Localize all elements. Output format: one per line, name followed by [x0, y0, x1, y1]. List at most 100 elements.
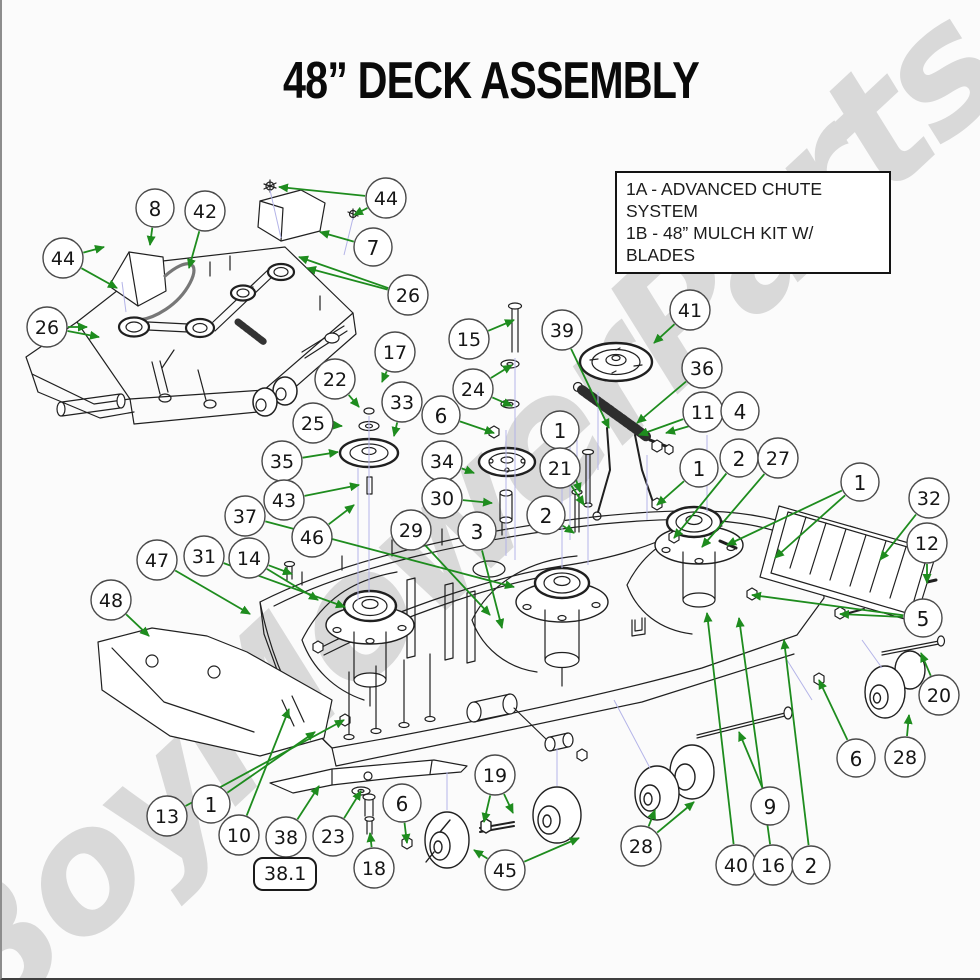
callout-number: 44	[374, 188, 398, 210]
callout-arrow	[319, 230, 355, 243]
callout-number: 34	[430, 451, 454, 473]
callout-number: 6	[396, 792, 409, 816]
callout-arrow	[481, 795, 492, 823]
callout-arrow	[673, 472, 728, 539]
callout-arrow	[187, 230, 201, 269]
callout-28: 28	[620, 825, 662, 867]
callout-number: 29	[399, 520, 423, 542]
callout-26: 26	[26, 306, 68, 348]
callout-number: 5	[917, 607, 930, 631]
callout-arrow	[487, 319, 515, 332]
callout-arrow	[348, 394, 360, 408]
callout-1: 1	[540, 410, 580, 450]
callout-number: 21	[548, 458, 572, 480]
callout-number: 15	[457, 329, 481, 351]
callout-arrow	[461, 465, 475, 475]
callout-41: 41	[669, 289, 711, 331]
callout-17: 17	[374, 331, 416, 373]
callout-number: 23	[321, 826, 345, 848]
callout-arrow	[381, 370, 390, 383]
callout-arrow	[226, 731, 316, 794]
callout-arrow	[343, 790, 362, 819]
callout-arrow	[839, 609, 904, 619]
callout-32: 32	[908, 477, 950, 519]
callout-38: 38	[265, 816, 307, 858]
callout-24: 24	[452, 368, 494, 410]
callout-44: 44	[42, 237, 84, 279]
legend-box: 1A - ADVANCED CHUTE SYSTEM 1B - 48” MULC…	[615, 171, 891, 274]
front-bracket	[97, 627, 333, 757]
callout-arrow	[523, 837, 580, 863]
callout-arrow	[503, 793, 514, 814]
callout-28: 28	[884, 736, 926, 778]
callout-30: 30	[421, 477, 463, 519]
callout-arrow	[656, 480, 685, 506]
callout-14: 14	[228, 537, 270, 579]
callout-arrow	[491, 396, 513, 407]
callout-19: 19	[474, 754, 516, 796]
callout-number: 4	[734, 400, 747, 424]
callout-arrow	[332, 420, 343, 430]
callout-arrow	[401, 822, 411, 844]
callout-number: 14	[237, 548, 261, 570]
callout-29: 29	[390, 509, 432, 551]
callout-45: 45	[484, 849, 526, 891]
callout-27: 27	[757, 437, 799, 479]
callout-number: 45	[493, 860, 517, 882]
callout-number: 9	[764, 795, 777, 819]
callout-number: 26	[35, 317, 59, 339]
callout-6: 6	[836, 738, 876, 778]
callout-number: 18	[362, 858, 386, 880]
callout-number: 40	[724, 855, 748, 877]
callout-number: 46	[300, 527, 324, 549]
callout-40: 40	[715, 844, 757, 886]
callout-number: 13	[155, 806, 179, 828]
callout-arrow	[298, 255, 389, 289]
callout-number: 48	[99, 590, 123, 612]
callout-arrow	[638, 418, 684, 437]
callout-number: 47	[145, 550, 169, 572]
callout-arrow	[774, 494, 846, 559]
callout-7: 7	[353, 227, 393, 267]
callout-arrow	[481, 550, 505, 629]
callout-43: 43	[263, 479, 305, 521]
callout-12: 12	[906, 522, 948, 564]
callout-15: 15	[448, 318, 490, 360]
callout-6: 6	[382, 783, 422, 823]
callout-arrow	[306, 265, 388, 291]
callout-arrow	[67, 330, 100, 340]
callout-arrow	[490, 364, 513, 379]
callout-number: 28	[893, 747, 917, 769]
callout-number: 16	[761, 855, 785, 877]
callout-2: 2	[791, 845, 831, 885]
callout-number: 43	[272, 490, 296, 512]
spindle-assemblies	[325, 505, 744, 707]
callout-number: 1	[554, 419, 567, 443]
callout-47: 47	[136, 539, 178, 581]
callout-arrow	[266, 568, 319, 601]
callout-44: 44	[365, 177, 407, 219]
callout-33: 33	[381, 381, 423, 423]
callout-number: 1	[854, 471, 867, 495]
callout-arrow	[647, 809, 656, 827]
callout-number: 10	[227, 825, 251, 847]
callout-6: 6	[421, 395, 461, 435]
callout-number: 35	[270, 451, 294, 473]
callout-arrow	[562, 524, 575, 534]
callout-arrow	[459, 420, 495, 435]
callout-36: 36	[681, 347, 723, 389]
callout-34: 34	[421, 440, 463, 482]
callout-39: 39	[541, 309, 583, 351]
callout-number: 38	[274, 827, 298, 849]
callout-arrow	[636, 380, 687, 424]
callout-arrow	[391, 422, 401, 437]
assembled-deck-view	[25, 179, 359, 425]
callout-1: 1	[191, 784, 231, 824]
callout-number: 28	[629, 836, 653, 858]
callout-arrow	[703, 612, 735, 845]
callout-13: 13	[146, 795, 188, 837]
callout-number: 11	[691, 402, 715, 424]
callout-number: 2	[540, 504, 553, 528]
callout-1: 1	[679, 448, 719, 488]
